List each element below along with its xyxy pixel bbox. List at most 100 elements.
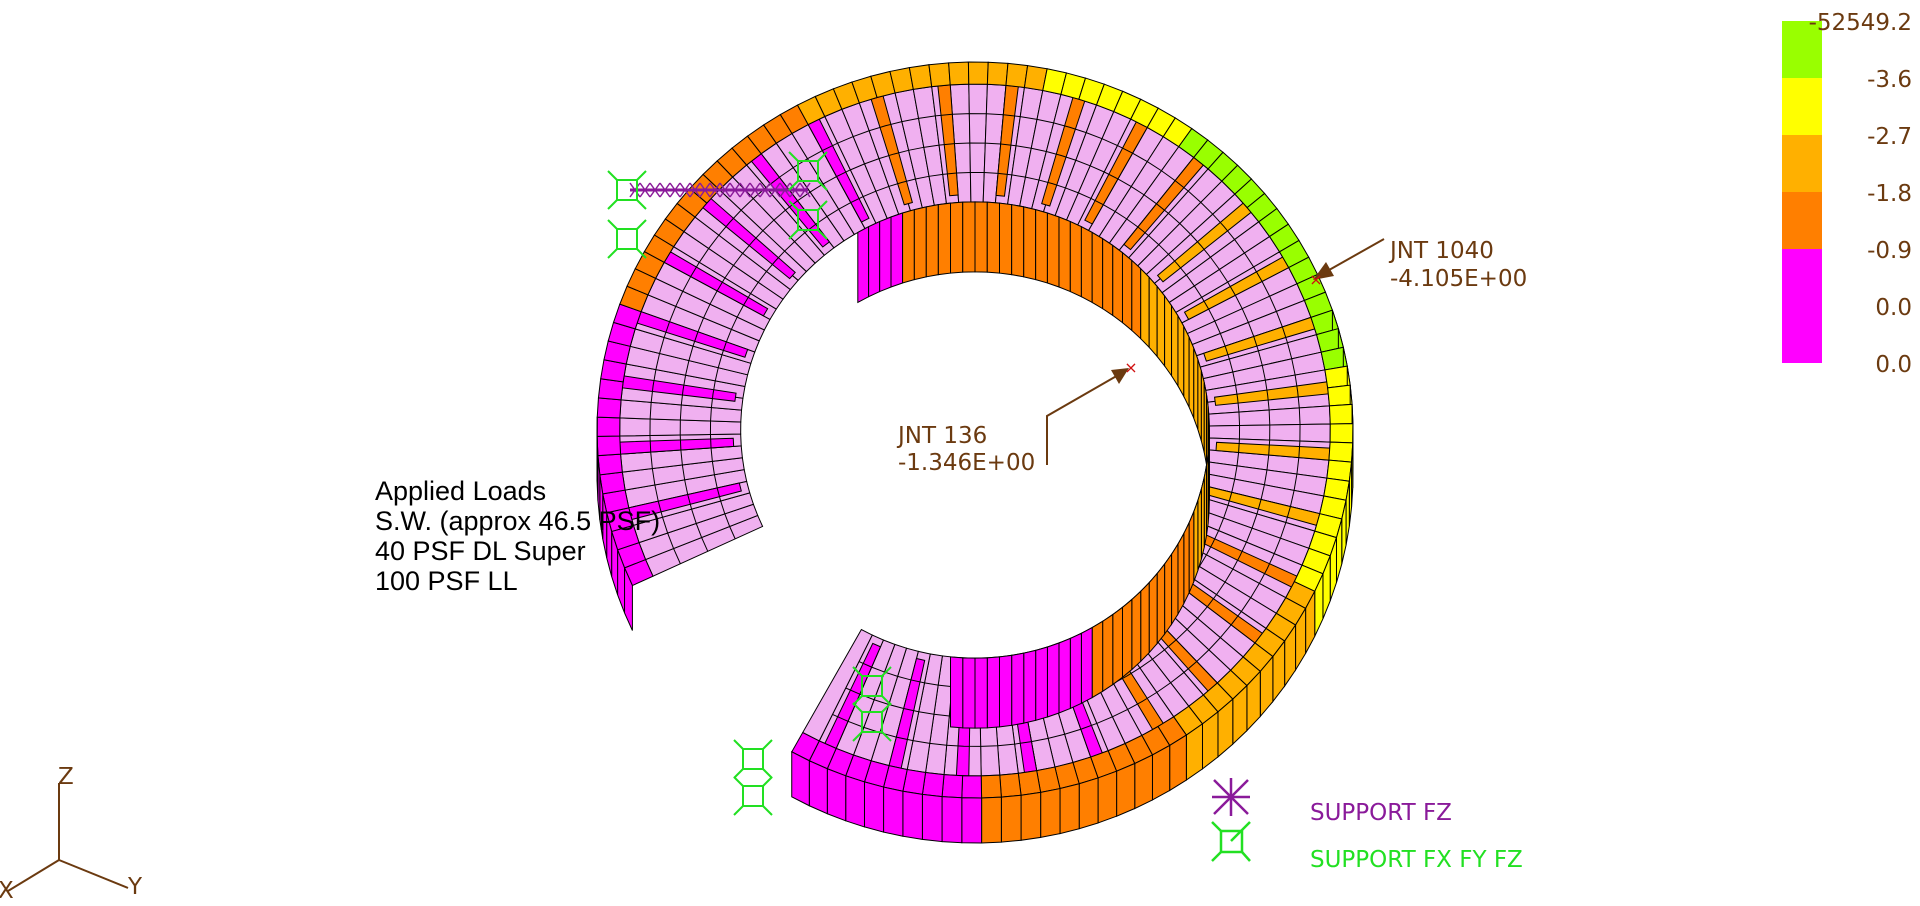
support-fz-label: SUPPORT FZ [1310,800,1452,826]
legend-value: -1.8 [1867,181,1912,207]
applied-loads-note: Applied Loads S.W. (approx 46.5 PSF) 40 … [375,476,660,596]
outer-face-cell [1078,777,1099,830]
stringer-cell [1326,459,1353,482]
jnt-136-value: -1.346E+00 [898,450,1035,476]
support-leg [636,199,647,210]
support-leg [636,248,647,259]
outer-face-cell [1097,770,1118,824]
inner-wall-cell [1183,326,1190,408]
axis-z-label: Z [58,764,74,790]
support-leg [788,180,799,191]
inner-wall-cell [1183,522,1190,604]
inner-wall-cell [1011,204,1025,278]
legend-value: -3.6 [1867,67,1912,93]
outer-face-cell [921,793,943,843]
support-box [616,179,638,201]
support-box [616,228,638,250]
support-leg [817,180,828,191]
inner-wall-cell [1156,284,1166,368]
support-leg [817,200,828,211]
support-fz-icon [769,182,781,198]
legend-value: -0.9 [1867,238,1912,264]
legend-value: 0.0 [1875,352,1912,378]
inner-wall-cell [857,225,870,304]
inner-wall-cell [1193,500,1199,582]
stringer-cell [1324,365,1351,389]
inner-wall-cell [1131,259,1142,340]
inner-wall-cell [1091,620,1104,699]
stringer-cell [1329,423,1354,444]
outer-face-cell [1040,787,1061,839]
support-leg [607,219,618,230]
inner-wall-cell [1188,337,1195,419]
inner-wall-cell [1140,267,1150,349]
stringer-cell [596,397,622,419]
support-fz-icon [739,182,751,198]
inner-wall-cell [1023,206,1037,281]
stringer-cell [980,774,1002,799]
outer-face-cell [902,790,923,841]
inner-wall-cell [998,202,1013,276]
inner-wall-cell [1069,220,1082,298]
legend-band [1782,135,1822,192]
legend-band [1782,192,1822,249]
inner-wall-cell [1035,208,1048,284]
support-fxfyfz-icon [733,739,773,779]
support-fxfyfz-icon [607,219,647,259]
support-box [797,209,819,231]
inner-wall-cell [1188,511,1195,593]
stringer-cell [597,378,624,401]
stringer-cell [597,453,623,476]
support-fxfyfz-label: SUPPORT FX FY FZ [1310,847,1523,873]
contour-legend: -52549.2-3.6-2.7-1.8-0.90.00.0 [1782,10,1912,378]
inner-wall-cell [974,657,988,729]
inner-wall-cell [902,208,915,284]
inner-wall-cell [937,202,952,276]
inner-wall-cell [950,201,964,274]
legend-band [1782,249,1822,306]
support-legend: SUPPORT FZ SUPPORT FX FY FZ [1211,778,1523,873]
inner-wall-cell [1148,572,1158,654]
legend-band [1782,78,1822,135]
inner-wall-cell [962,201,976,273]
applied-load-dl: 40 PSF DL Super [375,536,586,566]
support-fxfyfz-icon [1211,821,1251,862]
support-fz-icon [629,182,641,198]
stringer-cell [596,435,622,457]
inner-wall-cell [1112,606,1123,686]
applied-load-ll: 100 PSF LL [375,566,518,596]
inner-wall-cell [1171,542,1179,626]
joint-marker-icon: × [1309,270,1322,289]
support-leg [733,768,744,779]
inner-wall-cell [879,216,892,293]
outer-face-cell [863,781,885,833]
stringer-cell [908,64,933,90]
annotation-jnt-136: × JNT 136 -1.346E+00 [896,358,1138,476]
inner-wall-cell [1058,216,1071,293]
inner-wall-cell [1197,488,1202,571]
support-fxfyfz-icon [788,200,828,240]
inner-wall-cell [1148,276,1158,358]
support-fz-icon [799,182,811,198]
legend-value: 0.0 [1875,295,1912,321]
outer-face-cell [1020,791,1042,841]
stringer-cell [941,774,964,799]
inner-wall-cell [1046,212,1060,288]
inner-wall-cell [1164,294,1173,378]
outer-face-cell [1151,744,1171,801]
inner-wall-cell [1131,590,1142,671]
support-fz-icon [759,182,771,198]
support-fz-icon [659,182,671,198]
stringer-cell [948,61,970,86]
spiral-stair-mesh [596,61,1354,844]
jnt-136-label: JNT 136 [896,423,987,449]
outer-face-cell [808,759,828,815]
inner-wall-cell [962,657,976,729]
inner-wall-cell [1112,244,1123,324]
support-leg [881,731,892,742]
outer-face-cell [883,786,904,837]
inner-wall-cell [1121,251,1133,332]
support-leg [788,151,799,162]
jnt-1040-value: -4.105E+00 [1390,266,1527,292]
